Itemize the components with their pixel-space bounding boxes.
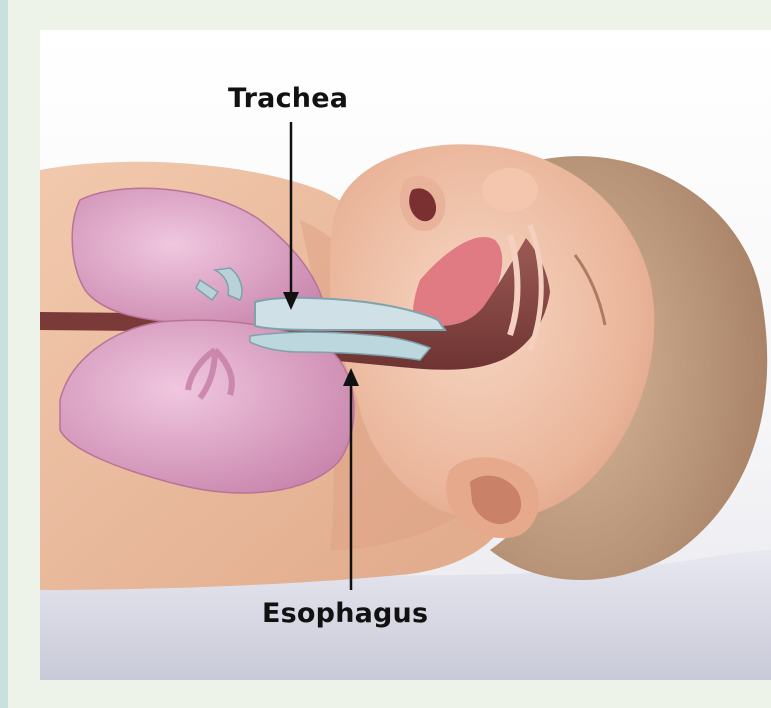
frame-left-stripe <box>0 0 8 708</box>
esophagus-label: Esophagus <box>262 598 428 629</box>
trachea-label: Trachea <box>228 83 348 114</box>
infant-anatomy-svg <box>40 30 771 680</box>
infant-airway-illustration <box>40 30 771 680</box>
nose <box>482 168 538 212</box>
